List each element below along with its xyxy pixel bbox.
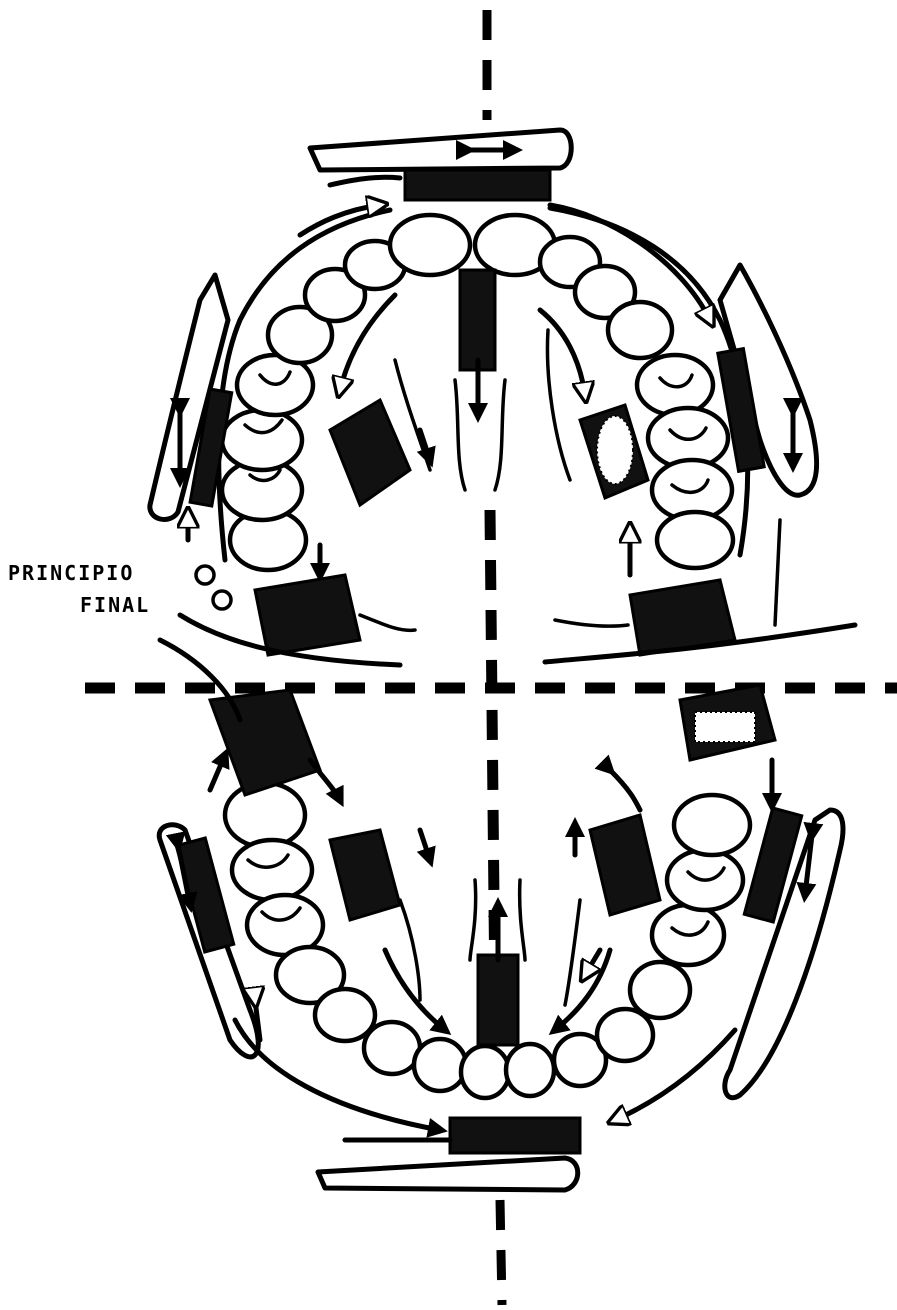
end-label: FINAL [80,593,150,617]
upper-left-palatal-brush [330,360,430,505]
lower-left-lingual-molar-brush [160,640,340,800]
upper-right-buccal-brush [718,265,817,495]
lower-arch [159,640,843,1190]
vertical-divider-bottom [500,1200,502,1305]
upper-arch [150,130,817,609]
start-label: PRINCIPIO [8,561,134,585]
vertical-divider-middle [490,510,495,1000]
upper-left-teeth [222,215,470,570]
lower-right-buccal-brush [725,808,843,1098]
upper-right-teeth [475,215,733,568]
upper-left-molar-brush [180,575,415,665]
lower-front-brush [318,1118,580,1190]
upper-front-brush [310,130,571,200]
upper-palatal-front-brush [455,270,505,490]
lower-front-lingual-brush [470,880,525,1045]
lower-left-teeth [225,783,509,1098]
lower-right-lingual-molar-brush [680,685,775,805]
